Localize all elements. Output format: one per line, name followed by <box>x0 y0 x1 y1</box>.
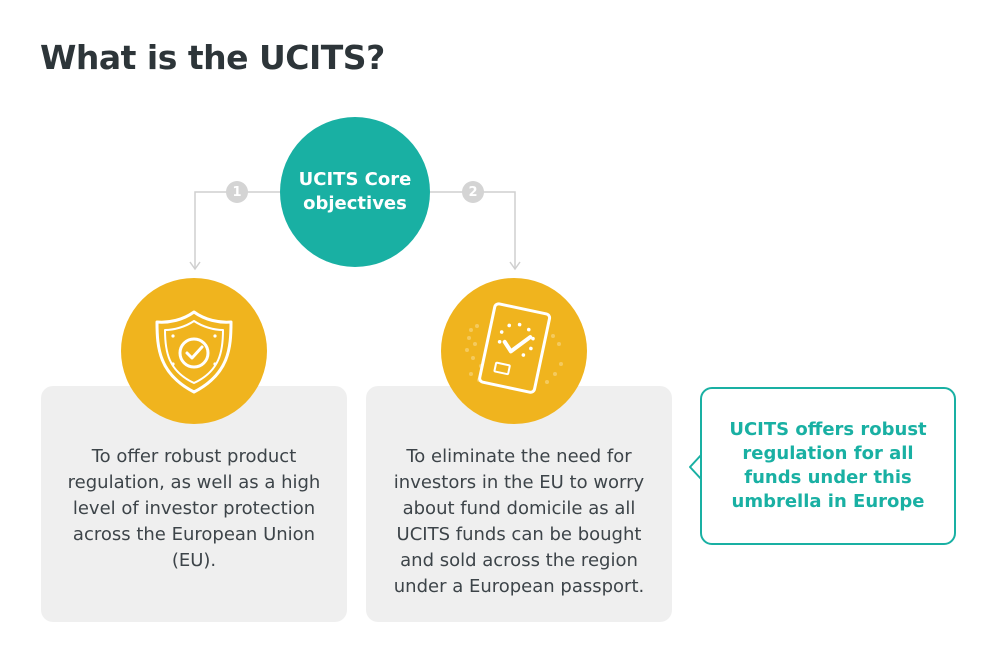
shield-check-icon <box>155 310 233 394</box>
core-objectives-label: UCITS Core objectives <box>298 169 412 214</box>
summary-callout: UCITS offers robust regulation for all f… <box>700 387 956 545</box>
step-2-badge: 2 <box>462 181 484 203</box>
core-objectives-circle: UCITS Core objectives <box>280 117 430 267</box>
objective-2-text: To eliminate the need for investors in t… <box>393 446 645 597</box>
objective-card-1: To offer robust product regulation, as w… <box>41 386 347 622</box>
passport-map-icon <box>465 302 563 394</box>
summary-callout-text: UCITS offers robust regulation for all f… <box>729 419 927 512</box>
page-title: What is the UCITS? <box>40 38 385 77</box>
shield-icon-circle <box>121 278 267 424</box>
passport-icon-circle <box>441 278 587 424</box>
objective-card-2: To eliminate the need for investors in t… <box>366 386 672 622</box>
step-1-badge: 1 <box>226 181 248 203</box>
objective-1-text: To offer robust product regulation, as w… <box>67 446 321 571</box>
callout-pointer <box>689 453 703 481</box>
